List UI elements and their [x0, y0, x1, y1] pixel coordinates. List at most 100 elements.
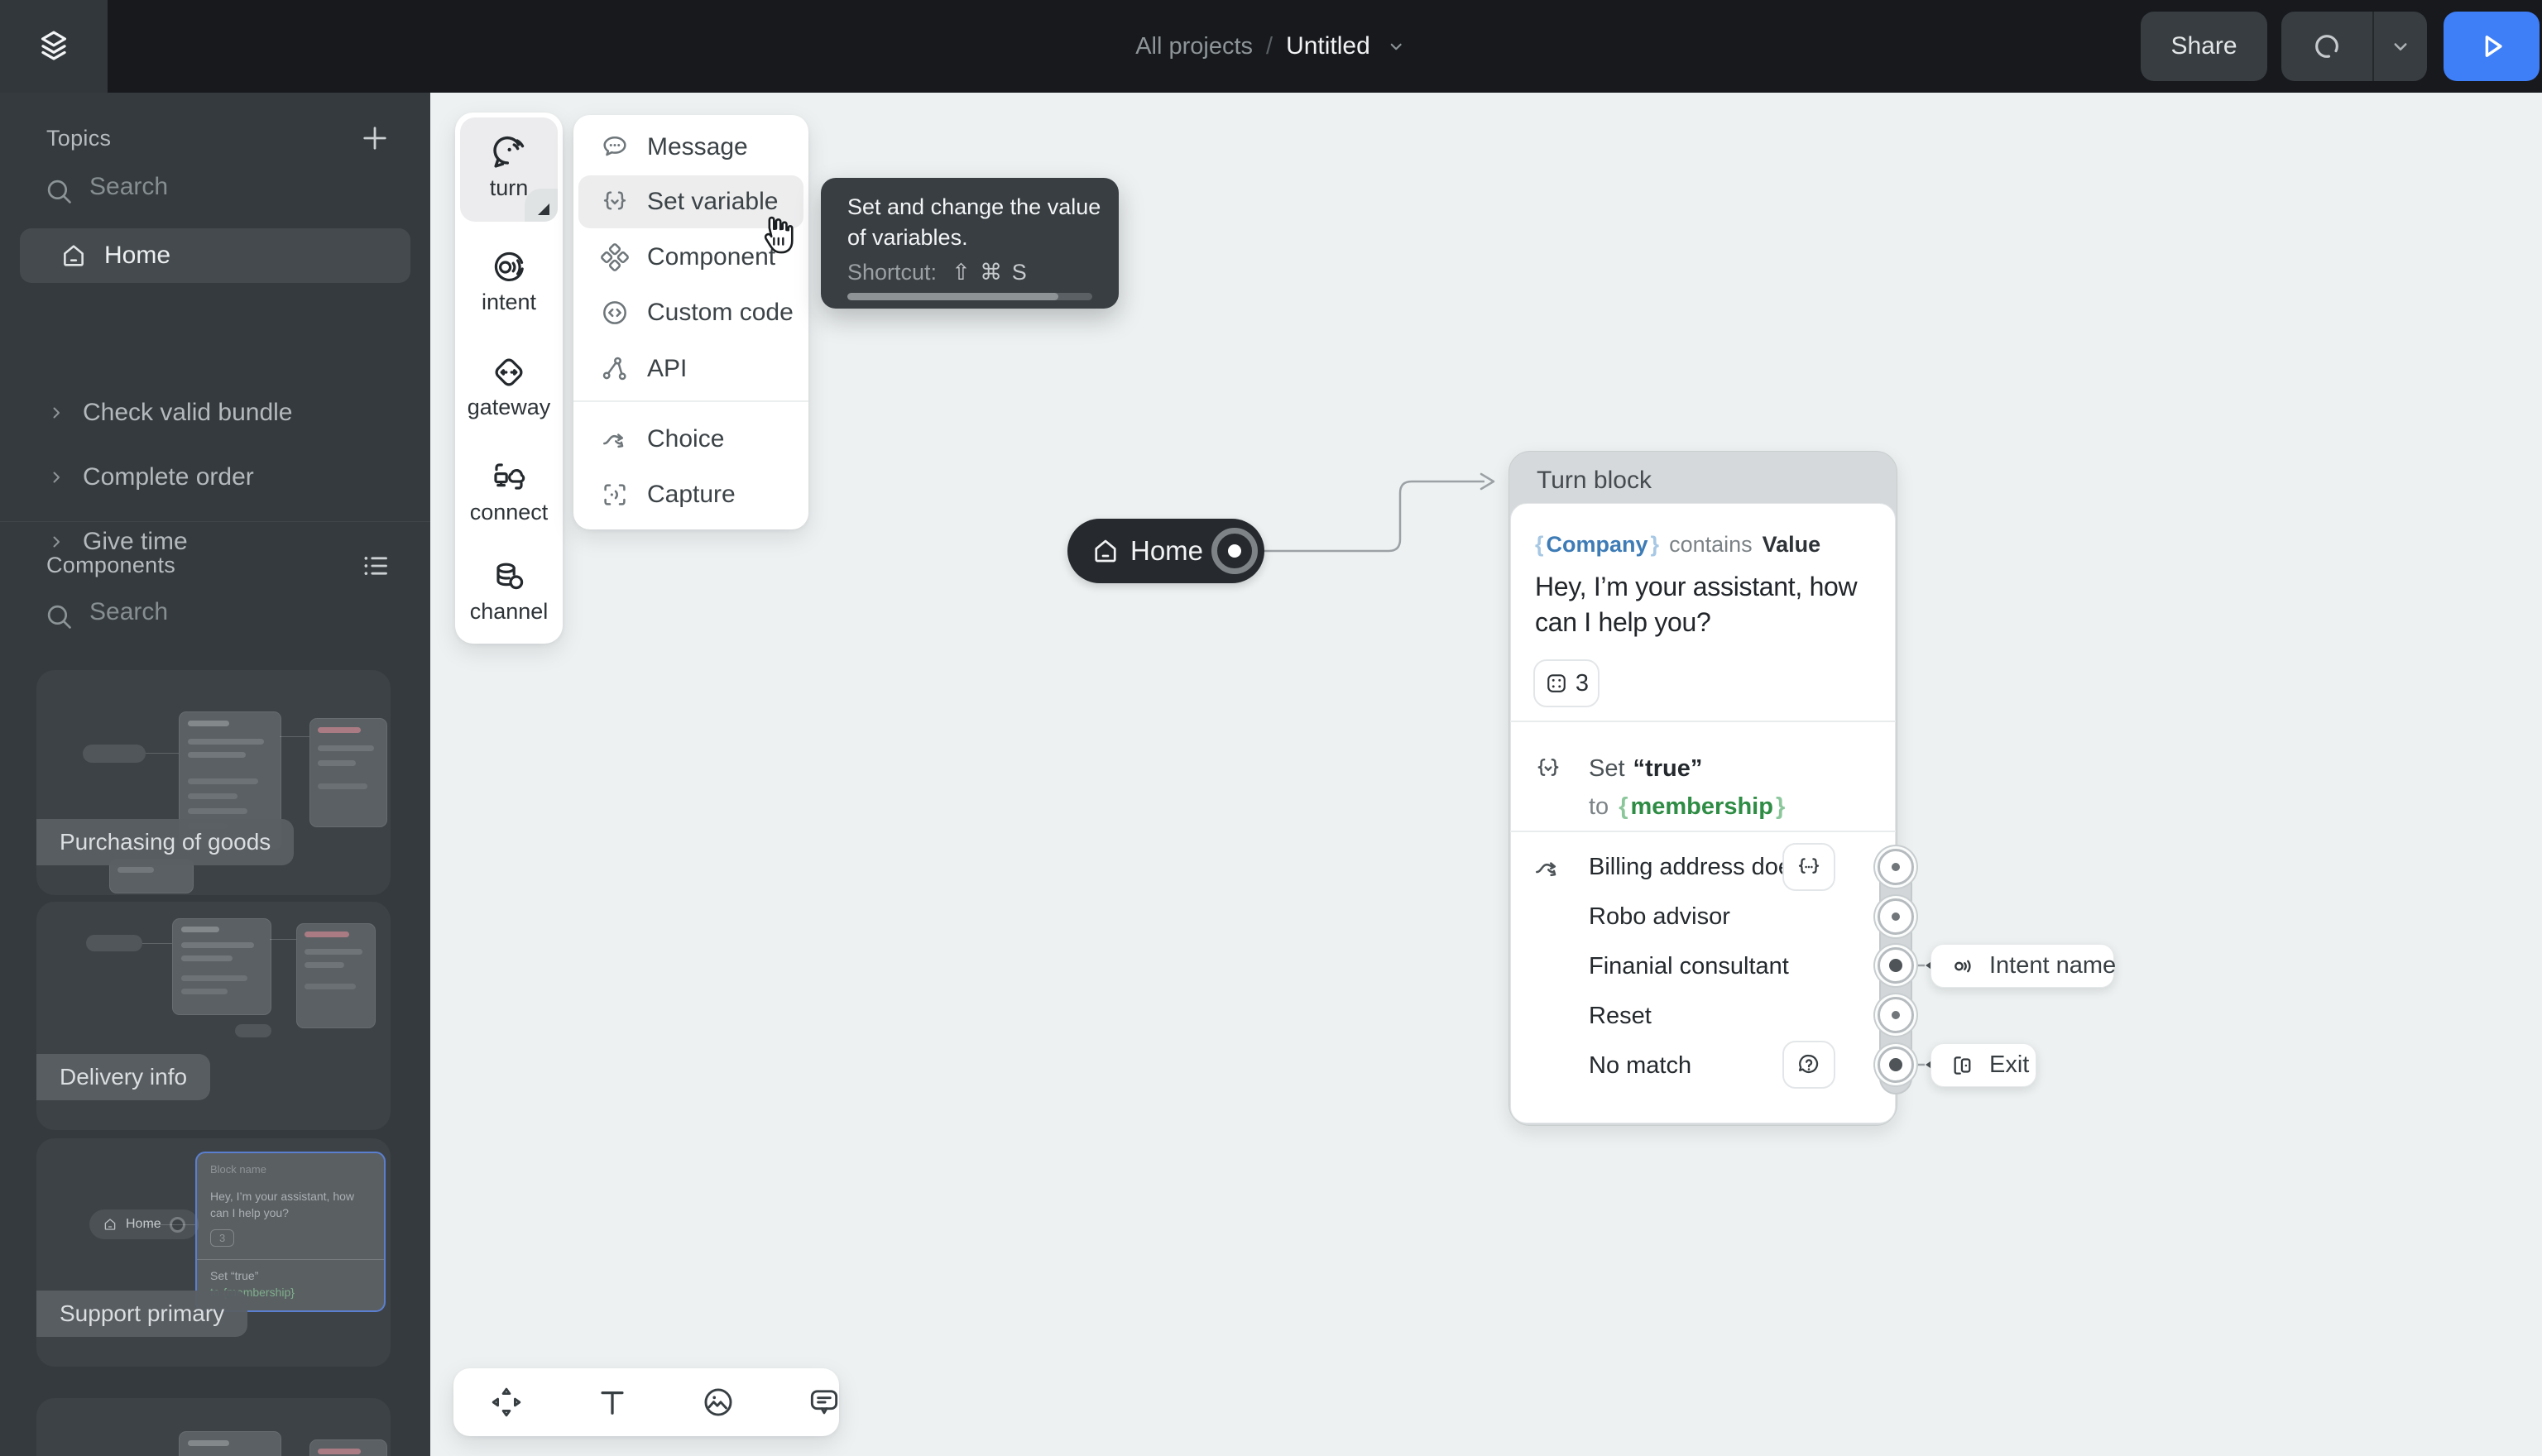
- sidebar-item-complete-order[interactable]: Complete order: [20, 455, 410, 500]
- intent-node[interactable]: Intent name: [1930, 944, 2116, 988]
- capture-icon: [599, 479, 631, 510]
- choice-variable-badge[interactable]: [1782, 843, 1835, 891]
- set-step-variable: membership: [1619, 791, 1785, 822]
- port-financial-consultant[interactable]: [1878, 947, 1914, 984]
- component-icon: [599, 242, 631, 273]
- chevron-right-icon[interactable]: [46, 403, 66, 423]
- turn-block-title[interactable]: Turn block: [1537, 467, 1652, 494]
- comment-tool-icon[interactable]: [806, 1384, 842, 1420]
- exit-node-label: Exit: [1989, 1051, 2030, 1078]
- topics-section-title: Topics: [46, 126, 112, 151]
- menu-item-component[interactable]: Component: [573, 231, 808, 284]
- rail-item-connect[interactable]: [455, 457, 563, 497]
- test-options-chevron[interactable]: [2374, 12, 2427, 81]
- shortcut-keys: ⇧ ⌘ S: [952, 260, 1029, 285]
- rail-item-channel[interactable]: [455, 557, 563, 596]
- rail-label-gateway: gateway: [467, 395, 551, 419]
- turn-icon: [455, 129, 563, 172]
- exit-node[interactable]: Exit: [1930, 1043, 2036, 1087]
- home-icon: [1091, 536, 1120, 566]
- component-list-icon[interactable]: [359, 549, 392, 582]
- port-robo-advisor[interactable]: [1878, 898, 1914, 935]
- top-bar: All projects / Untitled Share: [0, 0, 2542, 93]
- transcripts-icon[interactable]: [228, 0, 308, 93]
- step-divider: [1510, 831, 1896, 832]
- step-divider: [1510, 721, 1896, 722]
- home-icon: [60, 242, 88, 270]
- menu-item-choice[interactable]: Choice: [573, 413, 808, 466]
- question-bubble-icon: [1795, 1051, 1823, 1079]
- component-card-support-primary[interactable]: Home Block name Hey, I’m your assistant,…: [36, 1138, 391, 1367]
- sidebar-item-label: Give time: [83, 528, 188, 555]
- sidebar-item-label: Check valid bundle: [83, 399, 293, 426]
- api-icon: [599, 353, 631, 385]
- search-icon: [43, 601, 74, 632]
- port-no-match[interactable]: [1878, 1046, 1914, 1083]
- components-search-input[interactable]: [88, 597, 339, 627]
- breadcrumb-separator: /: [1266, 32, 1273, 60]
- menu-item-capture[interactable]: Capture: [573, 468, 808, 521]
- components-section-title: Components: [46, 553, 176, 577]
- message-step-text[interactable]: Hey, I’m your assistant, how can I help …: [1535, 572, 1858, 637]
- tooltip-description: Set and change the value of variables.: [847, 194, 1101, 250]
- run-button[interactable]: [2444, 12, 2540, 81]
- rail-item-intent[interactable]: [455, 247, 563, 287]
- sidebar-item-home[interactable]: Home: [20, 228, 410, 283]
- image-tool-icon[interactable]: [700, 1384, 736, 1420]
- component-card-label: Support primary: [36, 1291, 248, 1337]
- choice-row-billing-address[interactable]: Billing address doesn: [1589, 854, 1796, 880]
- component-card-purchasing-of-goods[interactable]: Purchasing of goods: [36, 670, 391, 895]
- breadcrumb-all-projects[interactable]: All projects: [1135, 32, 1254, 60]
- choice-row-financial-consultant[interactable]: Finanial consultant: [1589, 953, 1789, 979]
- app-logo[interactable]: [0, 0, 108, 93]
- port-reset[interactable]: [1878, 997, 1914, 1033]
- hand-cursor: [764, 216, 794, 254]
- sidebar-item-label: Complete order: [83, 463, 254, 491]
- choice-row-reset[interactable]: Reset: [1589, 1003, 1652, 1029]
- condition-row[interactable]: Company contains Value: [1535, 529, 1821, 559]
- condition-operator: contains: [1669, 531, 1753, 557]
- message-variants-chip[interactable]: 3: [1533, 659, 1600, 707]
- sidebar-item-give-time[interactable]: Give time: [20, 520, 410, 564]
- turn-submenu-corner: [525, 189, 558, 222]
- share-button[interactable]: Share: [2141, 12, 2267, 81]
- set-step-line2[interactable]: to membership: [1589, 791, 1785, 822]
- home-output-port[interactable]: [1211, 528, 1258, 574]
- menu-item-message[interactable]: Message: [573, 121, 808, 174]
- condition-variable: Company: [1535, 532, 1659, 558]
- set-variable-tooltip: [821, 178, 1119, 309]
- menu-item-set-variable[interactable]: Set variable: [573, 175, 808, 228]
- move-tool-icon[interactable]: [488, 1384, 525, 1420]
- breadcrumb-project-name[interactable]: Untitled: [1286, 32, 1370, 60]
- tooltip-progress-track: [847, 293, 1092, 300]
- left-sidebar: Topics Home Check valid bundle Complete …: [0, 93, 430, 1456]
- component-card-delivery-info[interactable]: Delivery info: [36, 902, 391, 1130]
- topics-search-input[interactable]: [88, 172, 339, 202]
- set-step-line1[interactable]: Set“true”: [1589, 755, 1703, 782]
- menu-item-api[interactable]: API: [573, 342, 808, 395]
- choice-row-robo-advisor[interactable]: Robo advisor: [1589, 903, 1730, 930]
- no-match-help-badge[interactable]: [1782, 1041, 1835, 1089]
- breadcrumb: All projects / Untitled: [1135, 0, 1407, 93]
- chevron-right-icon[interactable]: [46, 532, 66, 552]
- choice-row-no-match[interactable]: No match: [1589, 1052, 1692, 1079]
- home-start-node[interactable]: Home: [1067, 519, 1264, 583]
- set-step-value: “true”: [1633, 755, 1703, 782]
- chevron-right-icon[interactable]: [46, 467, 66, 487]
- test-assistant-button[interactable]: [2281, 12, 2374, 81]
- text-tool-icon[interactable]: [594, 1384, 631, 1420]
- add-topic-button[interactable]: [357, 121, 392, 156]
- rail-label-connect: connect: [469, 500, 549, 524]
- rail-label-turn: turn: [489, 175, 529, 200]
- sidebar-item-check-valid-bundle[interactable]: Check valid bundle: [20, 390, 410, 435]
- choice-icon: [1532, 852, 1563, 884]
- settings-gear-icon[interactable]: [338, 0, 417, 93]
- port-billing-address[interactable]: [1878, 849, 1914, 885]
- menu-item-custom-code[interactable]: Custom code: [573, 286, 808, 339]
- chevron-down-icon[interactable]: [1385, 36, 1407, 57]
- exit-door-icon: [1950, 1052, 1976, 1079]
- rail-item-gateway[interactable]: [455, 352, 563, 392]
- component-card-partial[interactable]: [36, 1398, 391, 1456]
- sidebar-item-label: Home: [104, 242, 171, 269]
- prototype-icon[interactable]: [122, 0, 202, 93]
